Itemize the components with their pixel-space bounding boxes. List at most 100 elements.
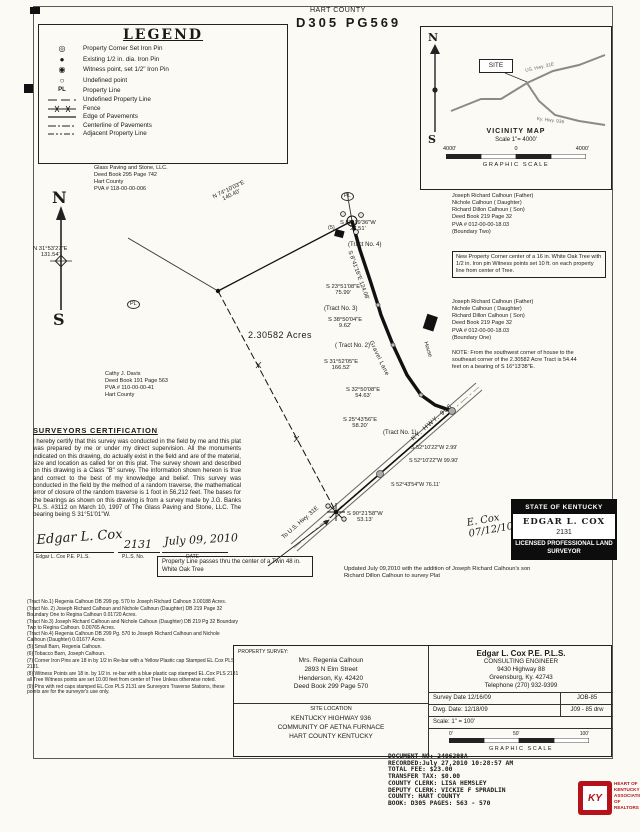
tract-label: (Tract No. 1) [383, 430, 417, 436]
witness-pin-icon [353, 229, 359, 235]
point-icon [375, 302, 381, 308]
vicinity-north-label: N [428, 31, 439, 44]
pls-number-line [118, 552, 160, 553]
site-location-label: SITE LOCATION [310, 706, 352, 712]
client-info: Mrs. Regenia Calhoun 2893 N Elm Street H… [293, 657, 369, 691]
vicinity-bar-label: 0 [514, 146, 518, 152]
pls-number: 2131 [124, 538, 152, 551]
vicinity-title: VICINITY MAP [486, 128, 546, 135]
corner-pin-icon: ◎ [58, 44, 66, 54]
undefined-point-icon: ○ [59, 75, 65, 85]
legend-title: LEGEND [122, 27, 204, 43]
recording-line: COUNTY: HART COUNTY [388, 793, 461, 801]
legend-item-label: Edge of Pavements [83, 113, 138, 121]
owner-glass-paving: Glass Paving and Stone, LLC. Deed Book 2… [94, 165, 168, 193]
acreage-label: 2.30582 Acres [248, 330, 313, 340]
scale-bar-label: 50' [512, 731, 520, 737]
witness-pin-icon [340, 211, 346, 217]
house-distance-note: NOTE: From the southwest corner of house… [452, 350, 577, 371]
tract-label: (Tract No. 3) [324, 306, 358, 312]
tract-label: (Tract No. 4) [348, 242, 382, 248]
recording-block: DOCUMENT NO: 2406298A RECORDED:July 27,2… [388, 753, 640, 808]
property-survey-label: PROPERTY SURVEY: [238, 649, 289, 655]
recording-line: RECORDED:July 27,2010 10:28:57 AM [388, 759, 514, 767]
bearing-label: S 32°50'08"E 54.63' [346, 387, 381, 400]
boundary-north [217, 220, 353, 292]
certification-heading: SURVEYORS CERTIFICATION [33, 426, 158, 435]
legend-item-label: Fence [83, 104, 101, 112]
tract-note: (Tract No.4) Regenia Calhoun DB 299 Pg. … [27, 631, 220, 644]
point5-label: (5) [328, 225, 335, 231]
undefined-line-icon [48, 99, 76, 101]
boundary-west [217, 290, 337, 513]
recording-line: TOTAL FEE: $23.00 [388, 766, 453, 774]
point-icon [390, 342, 396, 348]
legend-item-label: Adjacent Property Line [83, 129, 147, 137]
stamp-title: LICENSED PROFESSIONAL LAND SURVEYOR [513, 539, 615, 558]
vicinity-south-label: S [428, 133, 436, 146]
tract-label: ( Tract No. 2) [335, 343, 371, 349]
tract-note: (Tract No.1) Regenia Calhoun DB 299 pg. … [27, 599, 227, 605]
bearing-label: S 38°50'04"E 9.62' [328, 317, 363, 330]
bearing-label: S 52°43'54"W 76.11' [391, 482, 440, 488]
bearing-label: S 90°21'58"W 53.13' [347, 511, 383, 524]
recording-line: DEPUTY CLERK: VICKIE F SPRADLIN [388, 786, 506, 794]
tract-note: (5) Small Barn, Regenia Calhoun. [27, 644, 102, 651]
divider [234, 703, 428, 704]
vicinity-scale: Scale 1"= 4000' [495, 137, 537, 143]
pl-marker: PL [127, 300, 140, 309]
adjacent-line [127, 237, 219, 292]
survey-date: Survey Date 12/16/09 [433, 695, 492, 701]
bearing-label: S 52°10'22"W 2.99' [411, 445, 458, 451]
witness-point-icon: ◉ [58, 65, 66, 75]
new-corner-note: New Property Corner center of a 16 in. W… [452, 251, 606, 279]
white-oak-corner-icon [346, 215, 358, 227]
vicinity-graphic-scale-label: GRAPHIC SCALE [482, 162, 550, 168]
pl-abbr: PL [58, 86, 66, 93]
pavement-edge-icon [48, 116, 76, 118]
witness-point-icon [448, 407, 456, 415]
bearing-label: S 23°51'08"E 75.99' [326, 284, 361, 297]
date-label: DATE [186, 554, 199, 560]
legend-item-label: Property Line [83, 86, 121, 94]
pls-number-label: P.L.S. No. [122, 554, 145, 560]
title-block: PROPERTY SURVEY: Mrs. Regenia Calhoun 28… [233, 645, 613, 757]
graphic-scale-label: GRAPHIC SCALE [488, 746, 554, 752]
vicinity-map: N S SITE US. Hwy. 31E Ky. Hwy. 936 VICIN… [420, 26, 612, 190]
realtor-text: HEART OF KENTUCKY ASSOCIATION OF REALTOR… [614, 781, 640, 810]
legend-item-label: Undefined point [83, 76, 128, 84]
iron-pin-icon [215, 288, 221, 294]
certification-block: SURVEYORS CERTIFICATION I hereby certify… [33, 426, 241, 518]
punch-mark [30, 7, 40, 14]
compass-north-label: N [52, 188, 67, 207]
tract-note: (9) Pins with red caps stamped EL.Cox PL… [27, 683, 225, 696]
site-box: SITE [479, 59, 513, 73]
vicinity-roads [450, 54, 606, 126]
pl-marker: PL [341, 192, 354, 201]
twin-oak-note: Property Line passes thru the center of … [157, 556, 313, 577]
legend-item-label: Property Corner Set Iron Pin [83, 45, 163, 53]
boundary-south [335, 410, 453, 513]
twin-oak-tree-icon [325, 503, 347, 522]
certification-body: I hereby certify that this survey was co… [33, 438, 241, 519]
tract-note: (7) Corner Iron Pins are 18 in by 1/2 in… [27, 658, 235, 670]
bearing-label: S 52°10'22"W 99.90' [409, 458, 459, 464]
legend-item-label: Existing 1/2 in. dia. Iron Pin [83, 55, 160, 63]
legend-item-label: Witness point, set 1/2" Iron Pin [83, 66, 169, 74]
bearing-label: N 31°53'27"E 131.54' [33, 246, 68, 259]
stamp-number: 2131 [556, 529, 572, 536]
owner-davis: Cathy J. Davis Deed Book 191 Page 563 PV… [105, 371, 168, 399]
vicinity-compass-icon [430, 44, 440, 132]
stamp-state: STATE OF KENTUCKY [513, 501, 615, 514]
bearing-label: S 82°19'36"W 27.51' [340, 220, 376, 233]
engineer-info: CONSULTING ENGINEER 9430 Highway 88 Gree… [483, 658, 559, 689]
vicinity-bar-label: 4000' [575, 146, 589, 152]
scale-bar-label: 0' [449, 731, 453, 737]
punch-mark [24, 84, 33, 93]
dwg-date: Dwg. Date: 12/18/09 [433, 707, 488, 713]
legend-item-label: Undefined Property Line [83, 96, 151, 104]
tract-note: (6) Tobacco Barn, Joseph Calhoun. [27, 651, 106, 658]
scale-label: Scale: 1" = 100' [433, 719, 475, 725]
adjacent-line-icon [48, 133, 76, 135]
